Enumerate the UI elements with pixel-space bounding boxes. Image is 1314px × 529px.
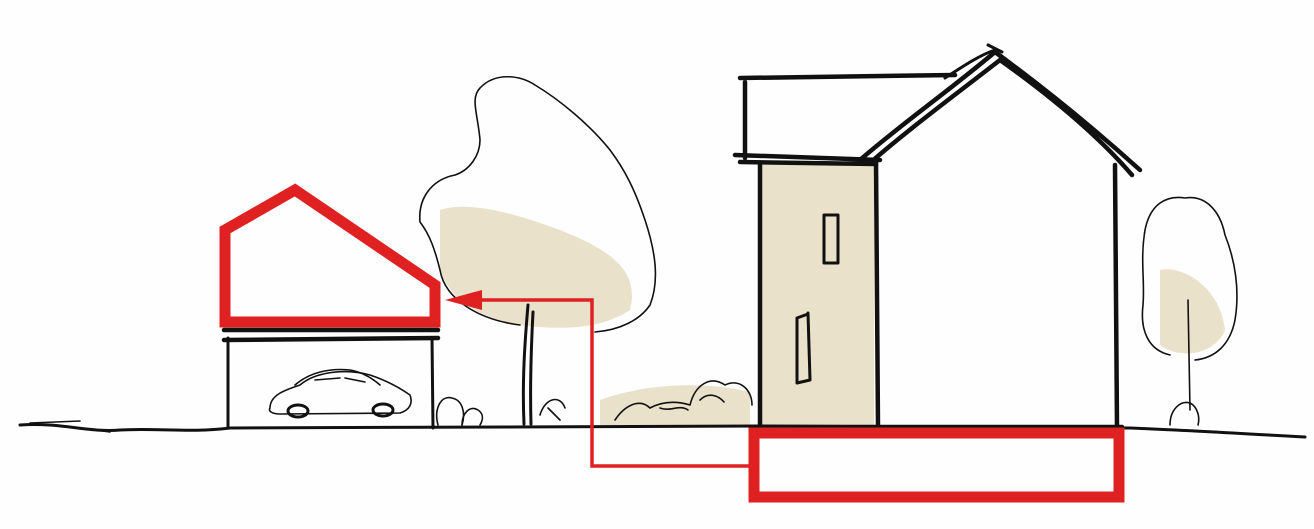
left-wing-roof [732,72,958,167]
lower-window [795,311,812,385]
shrub-middle [539,398,566,421]
large-tree-trunk [521,303,535,426]
house-wall-wash [762,165,874,427]
car-front-wheel [286,403,310,419]
small-tree-wash [1160,269,1225,354]
red-arrowhead [445,290,482,310]
shrub-right-detail [659,394,725,411]
carport-right-post [430,336,435,430]
carport-roof [221,327,441,343]
shrubs [436,380,753,426]
car-rear-wheel [371,402,395,418]
car-body [268,370,412,415]
car-window-lines [314,377,366,383]
shrub-left-small [461,407,484,426]
small-tree-canopy [1141,196,1238,361]
roof-ridge-tick [986,43,1004,54]
carport [221,327,441,430]
upper-window [822,213,840,265]
red-gable-outline [219,183,441,328]
red-annotation [219,183,1125,503]
watercolor-washes [440,165,1225,427]
red-connector-line [478,298,754,468]
main-gable-roof [857,49,1143,178]
small-tree-trunk [1187,299,1191,411]
shrub-wash [600,385,750,425]
shrub-right [614,380,753,421]
large-tree [419,76,657,426]
left-wing-roof-slope [943,48,997,80]
shrub-left [436,396,465,426]
large-tree-canopy [419,76,657,333]
house-middle-wall [873,157,881,431]
ground-line-left-tick [29,420,111,433]
small-tree-shrub [1169,401,1200,426]
ground-line [18,423,1307,439]
house [732,43,1143,431]
car [268,368,412,419]
car-roof [294,368,381,386]
house-right-wall [1112,162,1120,431]
tree-wash [440,206,632,328]
red-foundation-rectangle [748,427,1125,503]
small-tree [1141,196,1238,426]
